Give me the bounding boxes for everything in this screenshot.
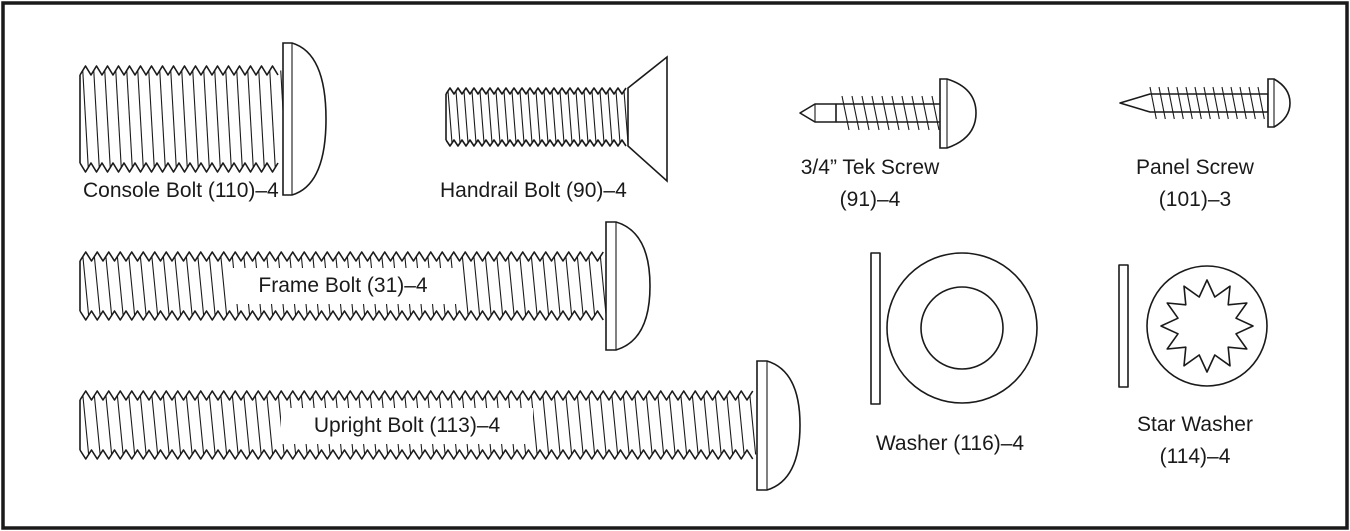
panel-screw-thread	[1149, 86, 1265, 120]
handrail-bolt-drawing	[445, 55, 668, 183]
star-washer-teeth	[1160, 279, 1254, 373]
frame-bolt-label: Frame Bolt (31)–4	[258, 274, 428, 297]
console-bolt-label: Console Bolt (110)–4	[83, 179, 279, 202]
console-bolt-thread	[79, 65, 287, 173]
console-bolt-head	[282, 42, 327, 196]
tek-screw-thread	[841, 95, 940, 131]
frame-bolt-drawing	[79, 221, 651, 351]
star-washer-label-line1: Star Washer	[1137, 413, 1253, 436]
washer-label: Washer (116)–4	[876, 432, 1025, 455]
tek-screw-drill-tip	[799, 103, 837, 123]
handrail-bolt-label: Handrail Bolt (90)–4	[440, 179, 627, 202]
tek-screw-label-line2: (91)–4	[840, 188, 901, 211]
star-washer-drawing	[1118, 264, 1268, 388]
panel-screw-head	[1267, 78, 1291, 128]
star-washer-outer-ring	[1146, 265, 1268, 387]
washer-drawing	[870, 252, 1038, 405]
star-washer-side-view	[1118, 264, 1129, 388]
frame-bolt-label-bg	[227, 268, 459, 304]
upright-bolt-thread	[79, 390, 757, 460]
upright-bolt-drawing	[79, 360, 801, 491]
upright-bolt-head	[756, 360, 801, 491]
upright-bolt-label: Upright Bolt (113)–4	[314, 414, 501, 437]
handrail-bolt-head	[627, 55, 668, 183]
frame-bolt-head	[605, 221, 651, 351]
handrail-bolt-thread	[445, 87, 629, 147]
console-bolt-drawing	[79, 42, 327, 196]
star-washer-label-line2: (114)–4	[1160, 445, 1231, 468]
panel-screw-label-line1: Panel Screw	[1136, 156, 1255, 179]
upright-bolt-label-bg	[281, 408, 533, 444]
panel-screw-label-line2: (101)–3	[1159, 188, 1231, 211]
washer-side-view	[870, 252, 881, 405]
panel-screw-drawing	[1119, 78, 1291, 128]
washer-outer-ring	[886, 252, 1038, 404]
washer-hole	[920, 286, 1004, 370]
tek-screw-label-line1: 3/4” Tek Screw	[801, 156, 940, 179]
panel-screw-shank	[1119, 93, 1269, 113]
tek-screw-head	[939, 78, 977, 149]
tek-screw-drawing	[799, 78, 977, 149]
